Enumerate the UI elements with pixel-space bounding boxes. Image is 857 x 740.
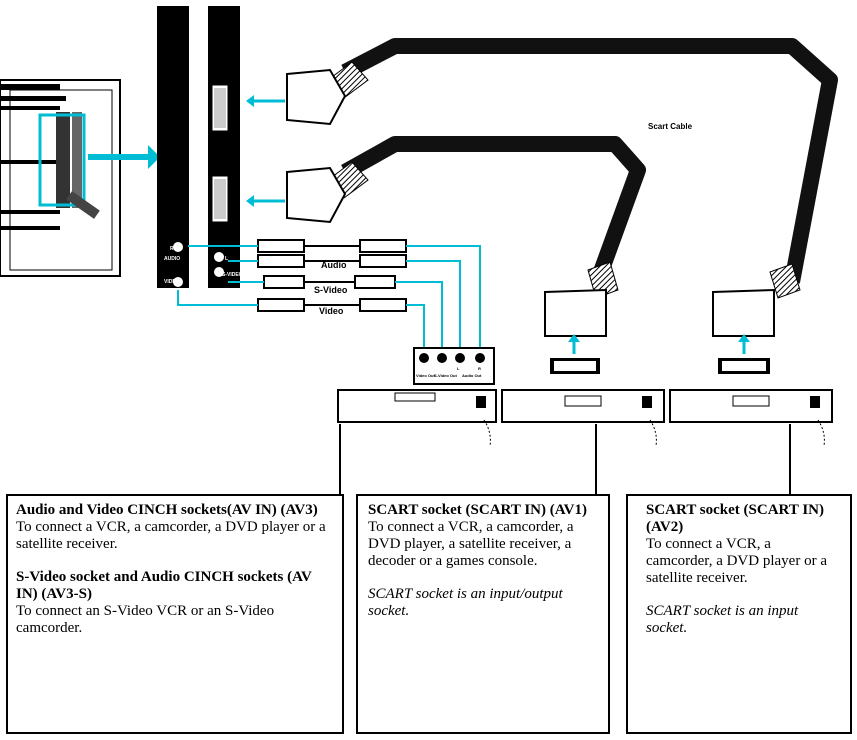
devices	[337, 389, 833, 447]
device-output-panel: Video Out S-Video Out Audio Out L R	[413, 347, 495, 385]
panel-video-out-label: Video Out	[416, 373, 435, 378]
scart-up-arrows	[550, 334, 770, 374]
av3s-title: S-Video socket and Audio CINCH sockets (…	[16, 569, 312, 602]
av1-title: SCART socket (SCART IN) (AV1)	[368, 502, 587, 518]
av3-description: To connect a VCR, a camcorder, a DVD pla…	[16, 519, 326, 552]
audio-cable-label: Audio	[321, 260, 347, 270]
cinch-cables: Audio S-Video Video	[177, 239, 481, 350]
svideo-cable-label: S-Video	[314, 285, 348, 295]
video-cable-label: Video	[319, 306, 344, 316]
panel-l-label: L	[457, 366, 460, 371]
av3s-description: To connect an S-Video VCR or an S-Video …	[16, 603, 275, 636]
scart-cable-label: Scart Cable	[648, 122, 693, 131]
av2-note: SCART socket is an input socket.	[646, 603, 799, 636]
tv-set	[0, 79, 160, 277]
scart-arrows	[246, 95, 285, 207]
tv-audio-label: AUDIO	[164, 256, 180, 262]
tv-video-label: VIDEO	[164, 279, 180, 285]
av1-info-box: SCART socket (SCART IN) (AV1) To connect…	[356, 494, 610, 734]
av1-note: SCART socket is an input/output socket.	[368, 586, 563, 619]
av3-title: Audio and Video CINCH sockets(AV IN) (AV…	[16, 502, 318, 518]
panel-audio-out-label: Audio Out	[462, 373, 482, 378]
tv-back-panels: AUDIO VIDEO S-VIDEO R L	[157, 6, 243, 288]
av3-info-box: Audio and Video CINCH sockets(AV IN) (AV…	[6, 494, 344, 734]
tv-l-label: L	[225, 256, 228, 262]
av1-description: To connect a VCR, a camcorder, a DVD pla…	[368, 519, 574, 569]
av2-description: To connect a VCR, a camcorder, a DVD pla…	[646, 536, 827, 586]
tv-svideo-label: S-VIDEO	[222, 272, 243, 278]
panel-svideo-out-label: S-Video Out	[434, 373, 457, 378]
av2-title: SCART socket (SCART IN) (AV2)	[646, 502, 824, 535]
panel-r-label: R	[478, 366, 481, 371]
tv-r-label: R	[170, 246, 174, 252]
av2-info-box: SCART socket (SCART IN) (AV2) To connect…	[626, 494, 852, 734]
scart-cables: Scart Cable	[286, 38, 838, 337]
